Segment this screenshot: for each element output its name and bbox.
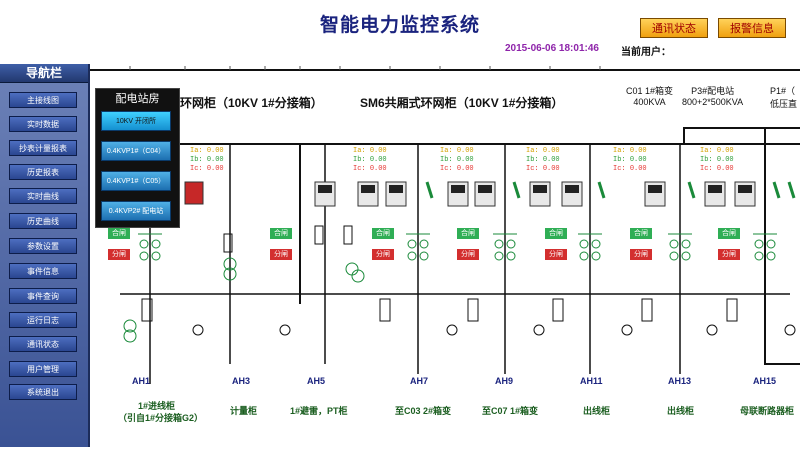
close-breaker-button-ah1[interactable]: 合闸 [108, 228, 130, 239]
cabinet-id-ah7: AH7 [410, 376, 429, 386]
cabinet-desc-ah13: 出线柜 [667, 406, 695, 416]
meter-readout-ah3: Ia: 0.00 Ib: 0.00 Ic: 0.00 [190, 147, 224, 173]
open-breaker-button-ah9[interactable]: 分闸 [457, 249, 479, 260]
close-breaker-button-ah5[interactable]: 合闸 [270, 228, 292, 239]
transformer-p1-rating: 低压直 [770, 99, 798, 109]
cabinet-desc-ah7: 至C03 2#箱变 [395, 406, 452, 416]
cabinet-desc-ah1: 1#进线柜 [138, 401, 176, 411]
nav-item-main-wiring[interactable]: 主接线图 [9, 92, 77, 108]
transformer-p3-rating: 800+2*500KVA [682, 97, 744, 107]
cabinet-desc-ah5: 1#避雷，PT柜 [290, 406, 348, 416]
cabinet-id-ah11: AH11 [580, 376, 603, 386]
nav-item-system-exit[interactable]: 系统退出 [9, 384, 77, 400]
station-button-10kv[interactable]: 10KV 开闭所 [101, 111, 171, 131]
meter-readout-ah15: Ia: 0.00 Ib: 0.00 Ic: 0.00 [700, 147, 734, 173]
nav-item-run-log[interactable]: 运行日志 [9, 312, 77, 328]
transformer-label-p3: P3#配电站 800+2*500KVA [682, 84, 743, 107]
transformer-p1-name: P1#（ [770, 86, 796, 96]
cabinet-desc2-ah1: （引自1#分接箱G2） [118, 413, 204, 423]
fuse-lamp-symbols [141, 225, 796, 336]
datetime-display: 2015-06-06 18:01:46 [505, 43, 599, 54]
diagram-canvas [90, 66, 800, 384]
transformer-c01-name: C01 1#箱变 [626, 86, 674, 96]
cabinet-desc-ah3: 计量柜 [230, 406, 258, 416]
open-breaker-button-ah15[interactable]: 分闸 [718, 249, 740, 260]
close-breaker-button-ah7[interactable]: 合闸 [372, 228, 394, 239]
cabinet-id-ah13: AH13 [668, 376, 692, 386]
switch-symbols [123, 233, 777, 343]
feeder-lines [149, 144, 766, 384]
nav-item-realtime-curve[interactable]: 实时曲线 [9, 188, 77, 204]
close-breaker-button-ah9[interactable]: 合闸 [457, 228, 479, 239]
transformer-p3-name: P3#配电站 [691, 86, 735, 96]
cabinet-id-ah15: AH15 [753, 376, 777, 386]
nav-item-parameter-settings[interactable]: 参数设置 [9, 238, 77, 254]
cabinet-desc-ah15: 母联断路器柜 [740, 406, 795, 416]
comm-status-button[interactable]: 通讯状态 [640, 18, 708, 38]
close-breaker-button-ah13[interactable]: 合闸 [630, 228, 652, 239]
header-bar: 智能电力监控系统 2015-06-06 18:01:46 当前用户： 通讯状态 … [0, 0, 800, 64]
nav-item-history-report[interactable]: 历史报表 [9, 164, 77, 180]
station-button-c04[interactable]: 0.4KVP1#（C04） [101, 141, 171, 161]
transformer-label-p1: P1#（ 低压直 [770, 84, 797, 110]
transformer-c01-rating: 400KVA [633, 97, 666, 107]
nav-item-realtime-data[interactable]: 实时数据 [9, 116, 77, 132]
breaker-status-bars [425, 181, 796, 199]
cabinet-desc-ah11: 出线柜 [583, 406, 611, 416]
nav-item-user-management[interactable]: 用户管理 [9, 361, 77, 377]
open-breaker-button-ah7[interactable]: 分闸 [372, 249, 394, 260]
nav-item-history-curve[interactable]: 历史曲线 [9, 213, 77, 229]
top-bus-ticks [129, 66, 601, 70]
sidebar: 导航栏 主接线图 实时数据 抄表计量报表 历史报表 实时曲线 历史曲线 参数设置… [0, 64, 90, 447]
station-button-c05[interactable]: 0.4KVP1#（C05） [101, 171, 171, 191]
current-user-label: 当前用户： [621, 47, 671, 58]
open-breaker-button-ah11[interactable]: 分闸 [545, 249, 567, 260]
close-breaker-button-ah15[interactable]: 合闸 [718, 228, 740, 239]
cabinet-desc-ah9: 至C07 1#箱变 [482, 406, 539, 416]
popup-title: 配电站房 [115, 93, 160, 105]
nav-item-meter-report[interactable]: 抄表计量报表 [9, 140, 77, 156]
close-breaker-button-ah11[interactable]: 合闸 [545, 228, 567, 239]
single-line-diagram: 环网柜（10KV 1#分接箱） SM6共厢式环网柜（10KV 1#分接箱） C0… [90, 64, 800, 447]
app-title: 智能电力监控系统 [319, 15, 480, 36]
relay-devices [184, 181, 756, 207]
nav-item-event-query[interactable]: 事件查询 [9, 288, 77, 304]
open-breaker-button-ah13[interactable]: 分闸 [630, 249, 652, 260]
open-breaker-button-ah5[interactable]: 分闸 [270, 249, 292, 260]
meter-readout-ah9: Ia: 0.00 Ib: 0.00 Ic: 0.00 [440, 147, 474, 173]
meter-readout-ah13: Ia: 0.00 Ib: 0.00 Ic: 0.00 [613, 147, 647, 173]
transformer-label-c01: C01 1#箱变 400KVA [626, 84, 673, 107]
cabinet-id-ah5: AH5 [307, 376, 326, 386]
station-button-p2[interactable]: 0.4KVP2# 配电站 [101, 201, 171, 221]
nav-item-comm-status[interactable]: 通讯状态 [9, 336, 77, 352]
meter-readout-ah11: Ia: 0.00 Ib: 0.00 Ic: 0.00 [526, 147, 560, 173]
cabinet-id-ah9: AH9 [495, 376, 514, 386]
substation-popup: 配电站房 10KV 开闭所 0.4KVP1#（C04） 0.4KVP1#（C05… [95, 88, 180, 228]
open-breaker-button-ah1[interactable]: 分闸 [108, 249, 130, 260]
sidebar-title: 导航栏 [0, 64, 88, 83]
nav-item-event-info[interactable]: 事件信息 [9, 263, 77, 279]
panel-title-left: 环网柜（10KV 1#分接箱） [180, 96, 323, 110]
alarm-info-button[interactable]: 报警信息 [718, 18, 786, 38]
panel-title-main: SM6共厢式环网柜（10KV 1#分接箱） [360, 96, 564, 110]
cabinet-id-ah1: AH1 [132, 376, 151, 386]
meter-readout-ah7: Ia: 0.00 Ib: 0.00 Ic: 0.00 [353, 147, 387, 173]
cabinet-id-ah3: AH3 [232, 376, 251, 386]
